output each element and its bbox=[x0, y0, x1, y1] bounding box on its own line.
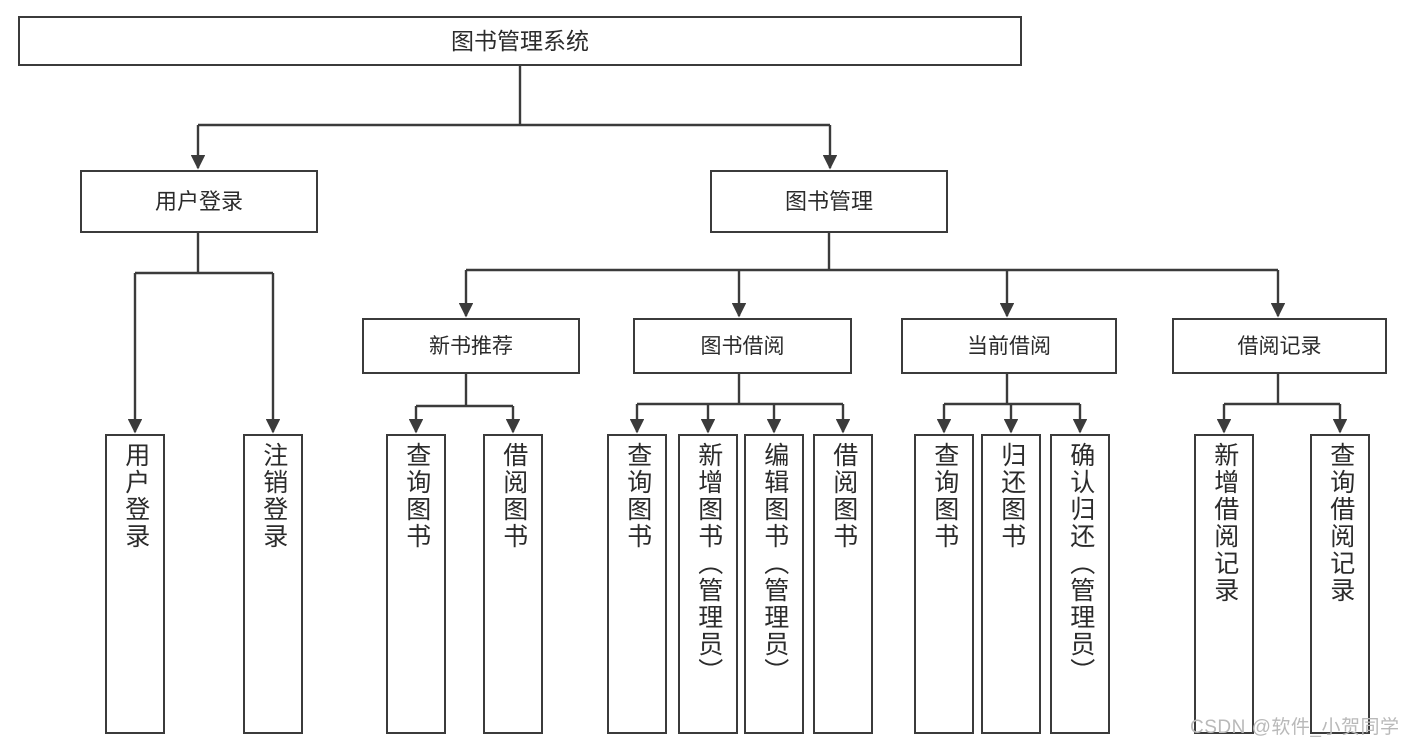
watermark-text: CSDN @软件_小贺同学 bbox=[1190, 717, 1400, 738]
leaf-newbook-query-book[interactable]: 查询图书 bbox=[386, 434, 446, 734]
leaf-newbook-query-book-label: 查询图书 bbox=[402, 442, 431, 550]
node-book-management[interactable]: 图书管理 bbox=[710, 170, 948, 233]
leaf-current-query-book[interactable]: 查询图书 bbox=[914, 434, 974, 734]
node-new-book-recommend-label: 新书推荐 bbox=[429, 334, 513, 358]
leaf-current-return-book[interactable]: 归还图书 bbox=[981, 434, 1041, 734]
leaf-record-query-record[interactable]: 查询借阅记录 bbox=[1310, 434, 1370, 734]
leaf-borrow-lend-book-label: 借阅图书 bbox=[829, 442, 858, 550]
leaf-borrow-add-book[interactable]: 新增图书（管理员） bbox=[678, 434, 738, 734]
leaf-newbook-borrow-book[interactable]: 借阅图书 bbox=[483, 434, 543, 734]
node-borrow-record-label: 借阅记录 bbox=[1237, 334, 1322, 358]
leaf-record-add-record-label: 新增借阅记录 bbox=[1210, 442, 1239, 604]
leaf-user-login-label: 用户登录 bbox=[121, 442, 150, 550]
node-user-login[interactable]: 用户登录 bbox=[80, 170, 318, 233]
leaf-borrow-lend-book[interactable]: 借阅图书 bbox=[813, 434, 873, 734]
leaf-current-return-book-label: 归还图书 bbox=[997, 442, 1026, 550]
leaf-record-add-record[interactable]: 新增借阅记录 bbox=[1194, 434, 1254, 734]
node-root[interactable]: 图书管理系统 bbox=[18, 16, 1022, 66]
node-new-book-recommend[interactable]: 新书推荐 bbox=[362, 318, 580, 374]
leaf-current-confirm-return-label: 确认归还（管理员） bbox=[1066, 442, 1095, 685]
leaf-borrow-edit-book[interactable]: 编辑图书（管理员） bbox=[744, 434, 804, 734]
leaf-newbook-borrow-book-label: 借阅图书 bbox=[499, 442, 528, 550]
leaf-borrow-query-book-label: 查询图书 bbox=[623, 442, 652, 550]
leaf-current-query-book-label: 查询图书 bbox=[930, 442, 959, 550]
leaf-record-query-record-label: 查询借阅记录 bbox=[1326, 442, 1355, 604]
leaf-borrow-query-book[interactable]: 查询图书 bbox=[607, 434, 667, 734]
leaf-current-confirm-return[interactable]: 确认归还（管理员） bbox=[1050, 434, 1110, 734]
leaf-user-logout[interactable]: 注销登录 bbox=[243, 434, 303, 734]
node-book-borrow[interactable]: 图书借阅 bbox=[633, 318, 852, 374]
leaf-user-logout-label: 注销登录 bbox=[259, 442, 288, 550]
node-user-login-label: 用户登录 bbox=[154, 188, 243, 214]
leaf-borrow-add-book-label: 新增图书（管理员） bbox=[694, 442, 723, 685]
node-root-label: 图书管理系统 bbox=[451, 27, 589, 54]
node-borrow-record[interactable]: 借阅记录 bbox=[1172, 318, 1387, 374]
node-current-borrow-label: 当前借阅 bbox=[967, 334, 1051, 358]
node-book-borrow-label: 图书借阅 bbox=[700, 334, 785, 358]
leaf-borrow-edit-book-label: 编辑图书（管理员） bbox=[760, 442, 789, 685]
leaf-user-login[interactable]: 用户登录 bbox=[105, 434, 165, 734]
node-current-borrow[interactable]: 当前借阅 bbox=[901, 318, 1117, 374]
node-book-management-label: 图书管理 bbox=[784, 188, 873, 214]
